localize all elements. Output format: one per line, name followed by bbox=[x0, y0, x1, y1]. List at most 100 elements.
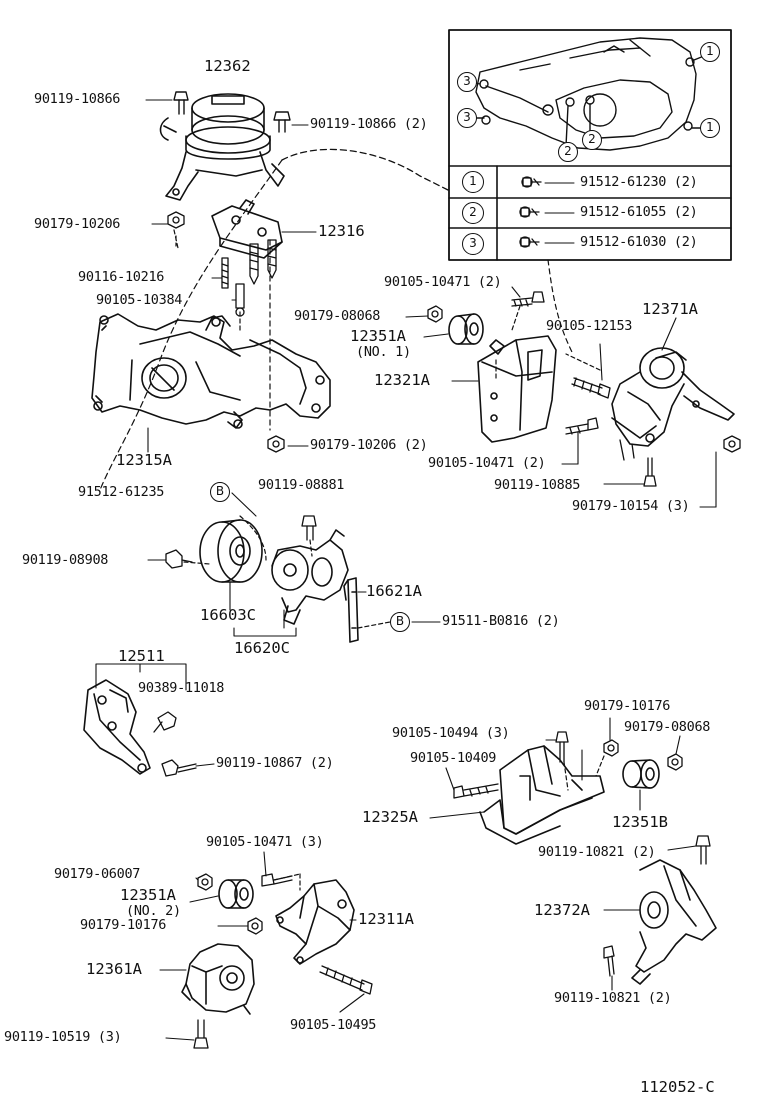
label-90105-10384: 90105-10384 bbox=[96, 292, 183, 308]
mount-12371A-drawing bbox=[611, 347, 735, 447]
label-90119-10867: 90119-10867 (2) bbox=[216, 755, 334, 771]
bolt-90119-10821-a bbox=[695, 835, 711, 865]
label-12511: 12511 bbox=[118, 647, 165, 665]
stud-pair-12316 bbox=[249, 239, 277, 285]
label-12321A: 12321A bbox=[374, 371, 430, 389]
label-90105-10495: 90105-10495 bbox=[290, 1017, 377, 1033]
studs-12371A bbox=[619, 439, 635, 461]
bolt-90105-10494 bbox=[555, 731, 569, 763]
dash-61235 bbox=[239, 515, 267, 561]
label-90119-08908: 90119-08908 bbox=[22, 552, 109, 568]
bolt-90105-10495 bbox=[319, 965, 373, 995]
dash-08881 bbox=[309, 539, 313, 557]
label-90119-10519: 90119-10519 (3) bbox=[4, 1029, 122, 1045]
nut-90179-08068-a bbox=[427, 305, 443, 323]
bolt-90105-10384 bbox=[235, 283, 245, 317]
label-90119-10885: 90119-10885 bbox=[494, 477, 581, 493]
label-90179-10206-a: 90179-10206 bbox=[34, 216, 121, 232]
label-12351A-no1: 12351A bbox=[350, 327, 406, 345]
bracket-16620C bbox=[233, 627, 297, 637]
label-12351A-no2: 12351A bbox=[120, 886, 176, 904]
label-90119-10821-a: 90119-10821 (2) bbox=[538, 844, 656, 860]
inset-marker-2-left: 2 bbox=[558, 142, 578, 162]
figure-code: 112052-C bbox=[640, 1078, 715, 1096]
label-12351A-no2-sub: (NO. 2) bbox=[126, 903, 181, 919]
label-90105-10471-a: 90105-10471 (2) bbox=[384, 274, 502, 290]
bracket-12311A-drawing bbox=[275, 879, 355, 965]
label-90119-10821-b: 90119-10821 (2) bbox=[554, 990, 672, 1006]
mount-12372A-drawing bbox=[631, 859, 717, 985]
bolt-90119-10821-b bbox=[603, 945, 615, 977]
stud-90116-10216 bbox=[221, 257, 229, 289]
label-12372A: 12372A bbox=[534, 901, 590, 919]
label-90119-08881: 90119-08881 bbox=[258, 477, 345, 493]
bolt-90119-10866-b bbox=[273, 111, 291, 133]
bracket-12316-drawing bbox=[211, 199, 283, 259]
bracket-12325A-drawing bbox=[479, 745, 605, 845]
label-12315A: 12315A bbox=[116, 451, 172, 469]
insulator-12351A-no2 bbox=[218, 879, 254, 909]
label-90105-12153: 90105-12153 bbox=[546, 318, 633, 334]
label-90179-06007: 90179-06007 bbox=[54, 866, 141, 882]
inset-row-bolts bbox=[519, 176, 575, 248]
dash-to-12371A bbox=[547, 259, 573, 353]
housing-12315A-drawing bbox=[91, 313, 331, 429]
bolt-90389-11018 bbox=[153, 711, 177, 733]
nut-90179-06007 bbox=[197, 873, 213, 891]
label-90179-10176-a: 90179-10176 bbox=[584, 698, 671, 714]
dash-B0816 bbox=[357, 621, 391, 629]
insulator-12351B-drawing bbox=[622, 759, 660, 789]
label-90105-10494: 90105-10494 (3) bbox=[392, 725, 510, 741]
label-90105-10409: 90105-10409 bbox=[410, 750, 497, 766]
label-90119-10866-b: 90119-10866 (2) bbox=[310, 116, 428, 132]
label-12325A: 12325A bbox=[362, 808, 418, 826]
inset-row-3-part: 91512-61030 (2) bbox=[580, 234, 698, 250]
label-16603C: 16603C bbox=[200, 606, 256, 624]
label-90179-10154: 90179-10154 (3) bbox=[572, 498, 690, 514]
nut-90179-10206-a bbox=[167, 211, 185, 229]
inset-box bbox=[448, 29, 732, 261]
bolt-90119-10867 bbox=[161, 759, 197, 777]
label-12351B: 12351B bbox=[612, 813, 668, 831]
label-12362: 12362 bbox=[204, 57, 251, 75]
nut-90179-10154 bbox=[723, 435, 741, 453]
label-90179-10176-b: 90179-10176 bbox=[80, 917, 167, 933]
label-12351A-no1-sub: (NO. 1) bbox=[356, 344, 411, 360]
dash-long-curve bbox=[99, 159, 283, 491]
inset-row-2-key: 2 bbox=[462, 202, 484, 224]
bolt-90119-08908 bbox=[165, 549, 193, 569]
bracket-12511 bbox=[95, 663, 187, 673]
dash-12321A bbox=[495, 305, 521, 381]
callout-b-61235: B bbox=[210, 482, 230, 502]
dash-12325A bbox=[563, 755, 605, 791]
label-90119-10866-a: 90119-10866 bbox=[34, 91, 121, 107]
nut-90179-10206-b bbox=[267, 435, 285, 453]
label-12371A: 12371A bbox=[642, 300, 698, 318]
bolt-90105-12153 bbox=[571, 377, 611, 399]
label-90116-10216: 90116-10216 bbox=[78, 269, 165, 285]
label-16620C: 16620C bbox=[234, 639, 290, 657]
label-91512-61235: 91512-61235 bbox=[78, 484, 165, 500]
nut-90179-08068-b bbox=[667, 753, 683, 771]
dash-08908 bbox=[183, 561, 211, 565]
mount-12362-drawing bbox=[159, 93, 285, 201]
bolt-90105-10471-a bbox=[511, 291, 545, 307]
bolt-90105-10409 bbox=[453, 783, 499, 799]
dash-12311A bbox=[273, 873, 301, 891]
label-90105-10471-b: 90105-10471 (2) bbox=[428, 455, 546, 471]
bolt-90105-10471-b bbox=[565, 417, 599, 435]
label-90105-10471-c: 90105-10471 (3) bbox=[206, 834, 324, 850]
pulley-16603C-drawing bbox=[199, 519, 263, 583]
inset-marker-3-top: 3 bbox=[457, 72, 477, 92]
insulator-12351A-no1 bbox=[448, 313, 484, 345]
label-12361A: 12361A bbox=[86, 960, 142, 978]
label-16621A: 16621A bbox=[366, 582, 422, 600]
bolt-90119-08881 bbox=[301, 515, 317, 541]
bracket-16621A-drawing bbox=[343, 577, 359, 643]
nut-90179-10176-b bbox=[247, 917, 263, 935]
tensioner-arm-drawing bbox=[271, 529, 349, 625]
bolt-90119-10866-a bbox=[173, 91, 189, 115]
inset-row-1-part: 91512-61230 (2) bbox=[580, 174, 698, 190]
